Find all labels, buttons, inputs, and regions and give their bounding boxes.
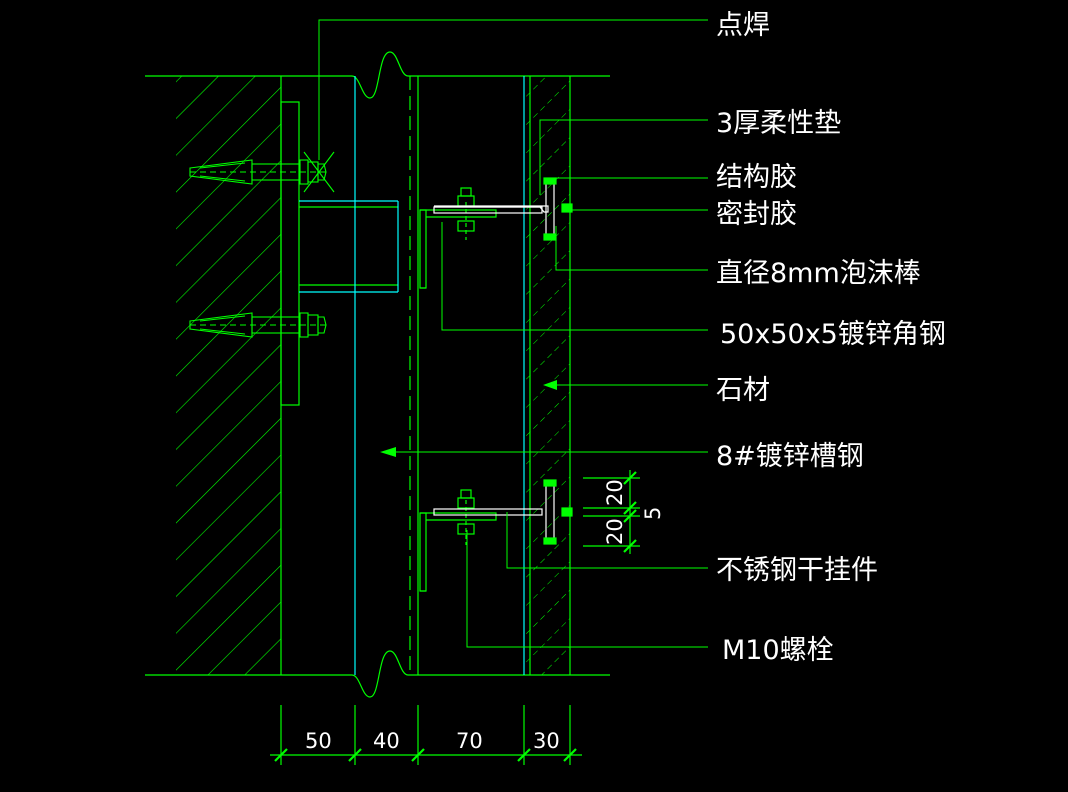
concrete-wall — [176, 76, 282, 675]
dry-hanger-upper — [433, 177, 573, 241]
angle-steel-upper — [419, 187, 497, 289]
dimension-texts: 50 40 70 30 20 20 5 — [305, 479, 665, 753]
dim-40: 40 — [373, 729, 400, 753]
bottom-dimension-line — [270, 705, 582, 765]
top-break-line — [145, 51, 610, 99]
channel-steel-section — [299, 200, 399, 293]
label-channel-steel: 8#镀锌槽钢 — [716, 441, 864, 472]
label-foam-rod: 直径8mm泡沫棒 — [716, 258, 921, 289]
bottom-break-line — [145, 650, 610, 698]
label-dry-hanger: 不锈钢干挂件 — [716, 555, 878, 586]
label-sealant: 密封胶 — [716, 199, 797, 230]
dim-30: 30 — [533, 729, 560, 753]
dim-50: 50 — [305, 729, 332, 753]
leader-arrowheads — [380, 380, 557, 457]
label-stone: 石材 — [716, 375, 770, 406]
expansion-bolt-upper — [189, 151, 335, 193]
dim-side-lower: 20 — [603, 518, 627, 545]
leader-lines — [318, 19, 708, 648]
dim-70: 70 — [456, 729, 483, 753]
dim-side-gap: 5 — [641, 507, 665, 520]
dry-hanger-lower — [433, 479, 573, 545]
dim-side-upper: 20 — [603, 479, 627, 506]
stone-panel — [523, 76, 571, 675]
side-dimension-line — [583, 470, 640, 554]
angle-steel-lower — [419, 489, 497, 592]
embedded-plate — [280, 101, 300, 406]
label-spot-weld: 点焊 — [716, 10, 770, 41]
callout-labels: 点焊 3厚柔性垫 结构胶 密封胶 直径8mm泡沫棒 50x50x5镀锌角钢 石材… — [716, 10, 946, 666]
label-structural-adhesive: 结构胶 — [716, 162, 797, 193]
expansion-bolt-lower — [189, 312, 330, 338]
label-flexible-pad: 3厚柔性垫 — [716, 108, 841, 139]
label-bolt: M10螺栓 — [722, 635, 834, 666]
channel-steel-vertical — [354, 76, 419, 675]
label-angle-steel: 50x50x5镀锌角钢 — [720, 319, 946, 350]
